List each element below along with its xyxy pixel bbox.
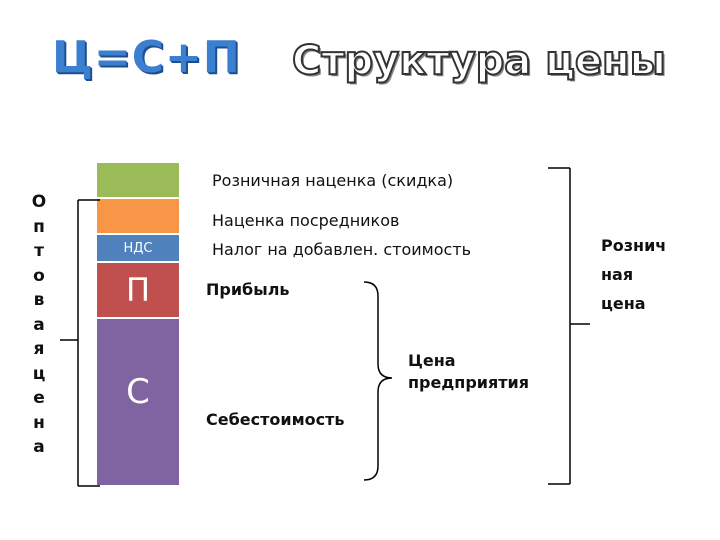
- label-retail-price-line3: цена: [601, 294, 646, 313]
- page-title: Структура цены: [291, 37, 667, 85]
- label-profit: Прибыль: [206, 280, 290, 299]
- label-vat: Налог на добавлен. стоимость: [212, 240, 472, 259]
- wholesale-price-letter: т: [34, 241, 44, 261]
- enterprise-price-brace: [363, 281, 393, 481]
- wholesale-price-letter: н: [33, 412, 45, 433]
- wholesale-bracket: [60, 199, 100, 487]
- segment-retail-markup: [96, 162, 180, 198]
- segment-intermediary-markup: [96, 198, 180, 234]
- segment-vat: НДС: [96, 234, 180, 262]
- segment-cost: С: [96, 318, 180, 486]
- wholesale-price-letter: в: [33, 290, 45, 310]
- label-retail-price: Рознич ная цена: [601, 231, 666, 318]
- wholesale-price-letter: а: [33, 314, 45, 335]
- label-retail-markup: Розничная наценка (скидка): [212, 171, 454, 190]
- label-retail-price-line1: Рознич: [601, 236, 667, 255]
- segment-vat-label: НДС: [123, 240, 153, 256]
- segment-profit: П: [96, 262, 180, 318]
- wholesale-price-letter: о: [33, 265, 45, 286]
- label-enterprise-price-line1: Цена: [408, 351, 456, 370]
- wholesale-price-letter: ц: [32, 363, 46, 384]
- label-enterprise-price-line2: предприятия: [408, 373, 530, 392]
- wholesale-price-letter: а: [33, 437, 45, 457]
- formula: Ц=С+П: [52, 32, 241, 83]
- label-retail-price-line2: ная: [601, 265, 634, 284]
- retail-price-bracket: [548, 167, 590, 485]
- wholesale-price-letter: е: [33, 388, 45, 408]
- label-enterprise-price: Цена предприятия: [408, 350, 529, 394]
- wholesale-price-letter: п: [33, 216, 45, 237]
- wholesale-price-letter: я: [33, 339, 45, 359]
- segment-profit-label: П: [125, 271, 151, 309]
- label-intermediary-markup: Наценка посредников: [212, 211, 400, 230]
- segment-cost-label: С: [126, 372, 150, 412]
- wholesale-price-letter: О: [31, 192, 47, 212]
- label-cost: Себестоимость: [206, 410, 345, 429]
